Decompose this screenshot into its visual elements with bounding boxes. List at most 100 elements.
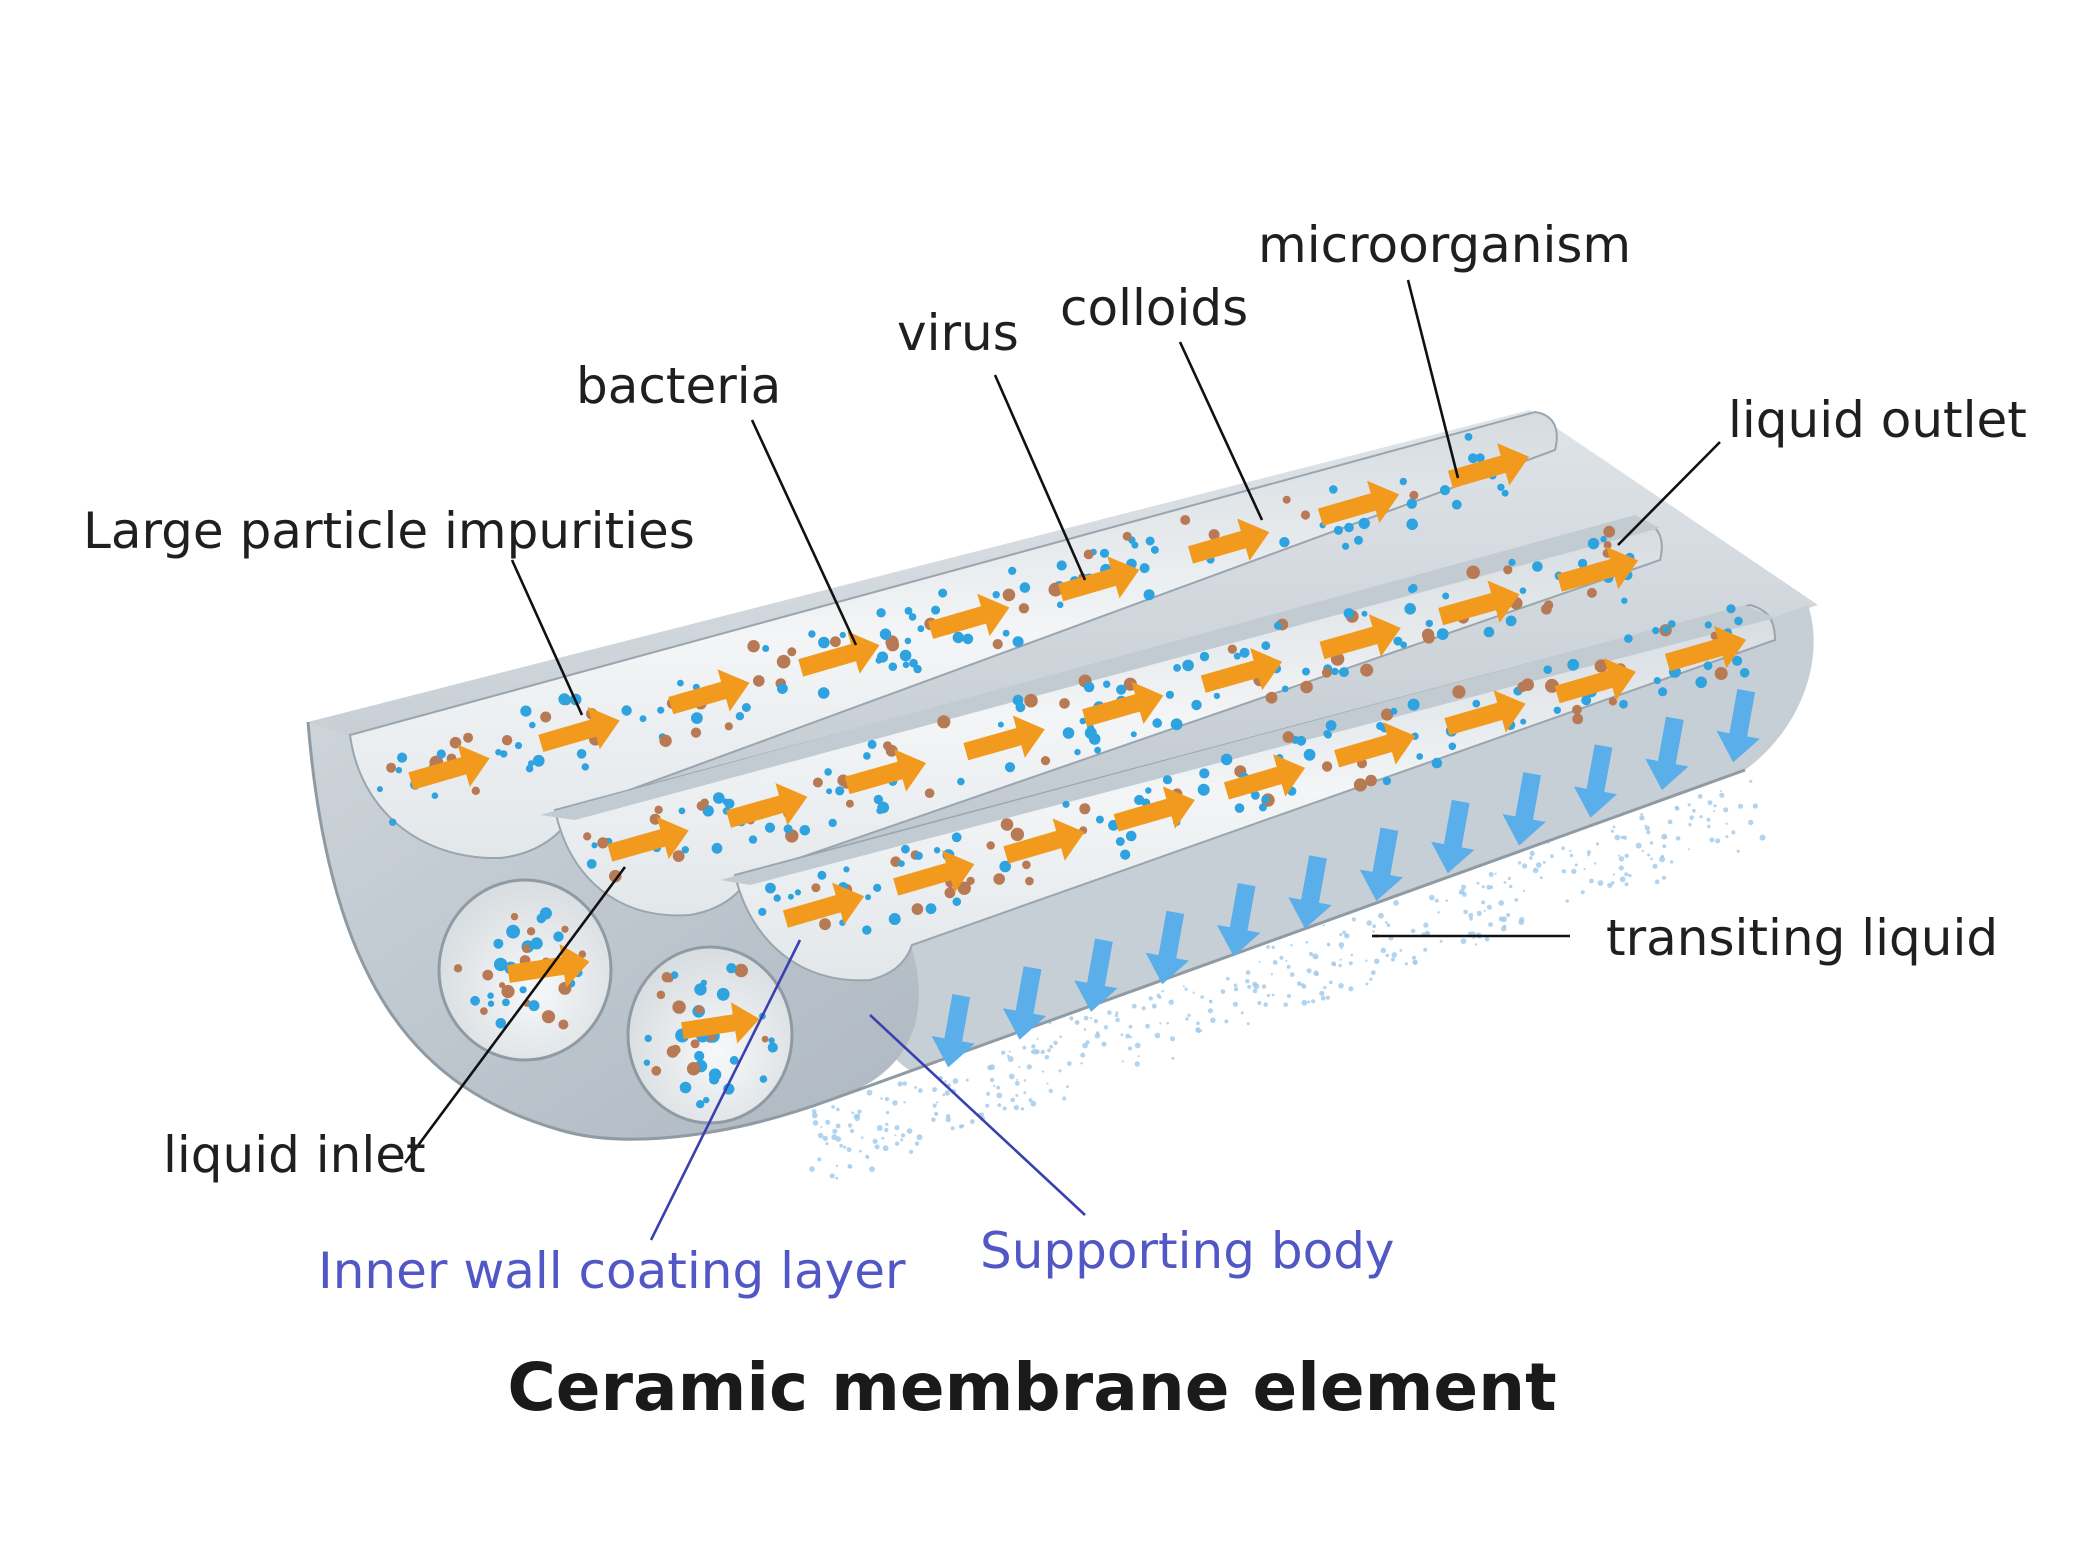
particle-blue (708, 1068, 722, 1081)
particle-blue (1739, 668, 1750, 678)
spray-dot (872, 1138, 878, 1144)
particle-brown (937, 715, 951, 729)
orange-flow-arrow-icon (1444, 690, 1526, 736)
particle-brown (1714, 667, 1728, 680)
spray-dot (996, 1085, 1001, 1090)
particle-blue (1116, 684, 1127, 695)
particle-blue (1577, 558, 1588, 569)
spray-dot (1571, 868, 1577, 875)
spray-dot (1200, 1029, 1203, 1032)
particle-brown (1227, 644, 1237, 654)
spray-dot (1101, 1041, 1107, 1047)
spray-dot (1120, 1033, 1124, 1037)
spray-dot (914, 1086, 917, 1089)
particle-blue (879, 628, 892, 640)
spray-dot (1246, 1022, 1250, 1026)
particle-blue (1658, 687, 1668, 697)
particle-blue (1404, 603, 1416, 615)
spray-dot (822, 1135, 828, 1142)
spray-dot (876, 1125, 883, 1131)
blue-permeate-arrow-icon (1288, 855, 1332, 929)
particle-blue (764, 822, 776, 833)
particle-blue (1436, 628, 1449, 640)
particle-blue (694, 1050, 705, 1062)
spray-dot (1569, 853, 1574, 858)
particle-blue (1519, 587, 1527, 594)
particle-brown (1321, 667, 1332, 678)
spray-dot (1225, 976, 1230, 981)
spray-dot (1182, 985, 1185, 988)
particle-brown (1586, 587, 1597, 598)
particle-blue (783, 824, 793, 834)
particle-blue (808, 630, 816, 638)
spray-dot (1245, 970, 1251, 975)
particle-brown (1024, 693, 1038, 708)
spray-dot (1370, 970, 1376, 976)
spray-dot (1348, 986, 1354, 992)
particle-blue (1339, 667, 1349, 678)
spray-dot (1624, 853, 1629, 858)
particle-blue (1145, 787, 1152, 794)
spray-dot (1285, 959, 1288, 962)
particle-blue (1274, 621, 1283, 630)
spray-dot (993, 1084, 996, 1088)
particle-blue (536, 913, 547, 924)
particle-brown (649, 813, 661, 825)
particle-brown (695, 1005, 704, 1014)
spray-dot (874, 1144, 880, 1150)
spray-dot (1128, 1024, 1133, 1029)
spray-dot (1148, 996, 1153, 1001)
spray-dot (1131, 1003, 1137, 1009)
spray-dot (1010, 1097, 1015, 1103)
particle-blue (586, 859, 597, 869)
particle-blue (1399, 477, 1408, 486)
spray-dot (1488, 922, 1493, 927)
spray-dot (1670, 860, 1674, 864)
particle-blue (700, 979, 707, 986)
spray-dot (1196, 1021, 1200, 1026)
particle-blue (951, 832, 962, 843)
spray-dot (1688, 823, 1692, 827)
spray-dot (1093, 1019, 1099, 1024)
spray-dot (1618, 854, 1620, 857)
spray-dot (1468, 912, 1474, 918)
spray-dot (1523, 889, 1526, 892)
particle-blue (888, 662, 898, 671)
particle-blue (558, 693, 571, 706)
particle-brown (1208, 529, 1220, 541)
particle-blue (376, 786, 383, 793)
spray-dot (1166, 1021, 1169, 1025)
particle-blue (1472, 699, 1481, 708)
spray-dot (1351, 917, 1356, 922)
spray-dot (1587, 853, 1590, 857)
spray-dot (1339, 958, 1342, 961)
spray-dot (1461, 884, 1467, 890)
particle-blue (1130, 731, 1137, 738)
leader-supporting-body (869, 1014, 1086, 1216)
spray-dot (1059, 1035, 1062, 1038)
spray-dot (950, 1126, 955, 1131)
spray-dot (1594, 862, 1597, 865)
particle-blue (997, 721, 1004, 728)
particle-brown (659, 734, 672, 747)
spray-dot (1460, 938, 1467, 944)
particle-blue (1323, 730, 1331, 738)
particle-blue (1279, 537, 1290, 548)
spray-dot (1439, 939, 1443, 943)
spray-dot (835, 1123, 841, 1129)
spray-dot (1306, 968, 1312, 974)
spray-dot (1107, 1010, 1112, 1015)
particle-blue (787, 893, 794, 900)
spray-dot (945, 1117, 951, 1123)
particle-blue (716, 987, 730, 1001)
spray-dot (1759, 834, 1766, 841)
spray-dot (831, 1134, 838, 1141)
spray-dot (1083, 1028, 1087, 1031)
particle-brown (1409, 490, 1419, 500)
particle-brown (672, 850, 685, 862)
spray-dot (1583, 868, 1586, 871)
spray-dot (1207, 1008, 1213, 1014)
spray-dot (1486, 904, 1492, 910)
particle-blue (1145, 536, 1155, 546)
particle-blue (1150, 545, 1159, 554)
